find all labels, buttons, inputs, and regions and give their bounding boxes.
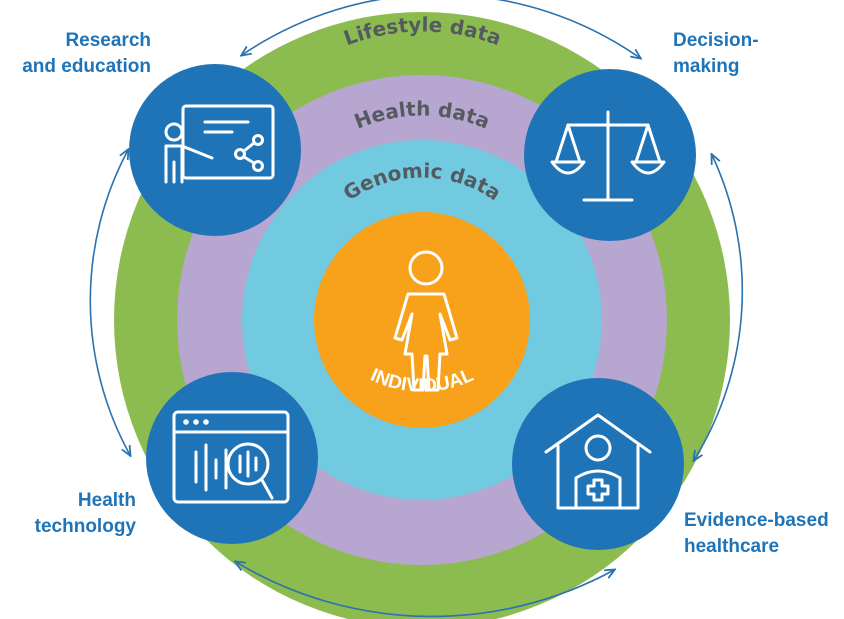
home-doctor-icon [544, 413, 652, 510]
individual-circle [314, 212, 530, 428]
person-icon [393, 250, 459, 392]
presentation-icon [164, 104, 275, 184]
research-label-line2: and education [22, 56, 151, 77]
evidence-label-line1: Evidence-based [684, 510, 829, 531]
decision-label-line2: making [673, 56, 740, 77]
evidence-label-line2: healthcare [684, 536, 780, 557]
browser-dot [203, 419, 209, 425]
technology-label-line1: Health [77, 490, 136, 511]
research-label-line1: Research [65, 30, 151, 51]
arrow-bottom [236, 562, 614, 618]
research-education-node [129, 64, 301, 236]
evidence-healthcare-label: Evidence-based healthcare [684, 508, 829, 560]
health-technology-node [146, 372, 318, 544]
analytics-browser-icon [172, 410, 290, 504]
browser-dot [193, 419, 199, 425]
decision-making-label: Decision- making [673, 28, 759, 80]
decision-making-node [524, 69, 696, 241]
evidence-healthcare-node [512, 378, 684, 550]
health-technology-label: Health technology [14, 488, 136, 540]
arrow-top [242, 0, 640, 58]
scales-icon [550, 110, 666, 202]
research-education-label: Research and education [14, 28, 151, 80]
arrow-right [694, 155, 744, 460]
technology-label-line2: technology [34, 516, 136, 537]
browser-dot [183, 419, 189, 425]
arrow-left [89, 150, 130, 455]
decision-label-line1: Decision- [673, 30, 759, 51]
